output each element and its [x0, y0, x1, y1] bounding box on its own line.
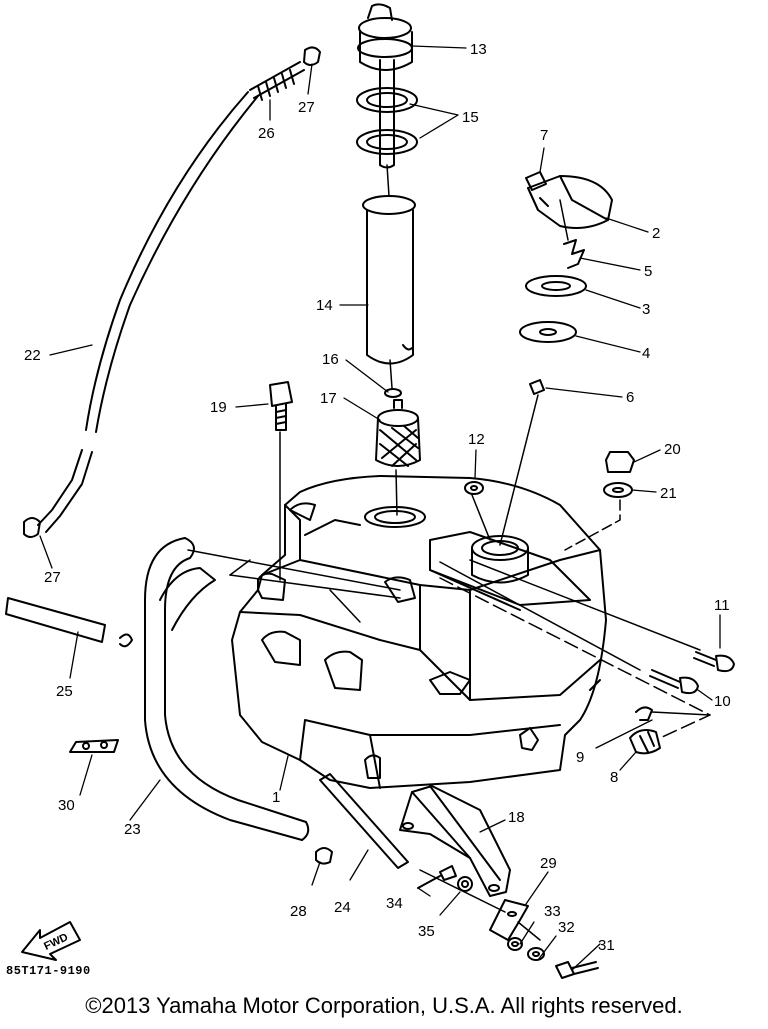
callout-33: 33: [544, 903, 561, 920]
cap-plate: [519, 321, 577, 343]
callout-19: 19: [210, 399, 227, 416]
callout-35: 35: [418, 923, 435, 940]
callout-29: 29: [540, 855, 557, 872]
assembly-lines: [187, 164, 711, 941]
plate-30: [69, 739, 119, 753]
callout-28: 28: [290, 903, 307, 920]
overflow-hose: [144, 537, 310, 841]
callout-14: 14: [316, 297, 333, 314]
cap-nut: [529, 379, 545, 395]
callout-13: 13: [470, 41, 487, 58]
washer-32: [527, 947, 545, 961]
callout-1: 1: [272, 789, 280, 806]
plate-29: [489, 899, 529, 941]
nut-8: [629, 729, 661, 755]
callout-9: 9: [576, 749, 584, 766]
callout-3: 3: [642, 301, 650, 318]
vent-hose: [37, 91, 259, 533]
clip-16: [384, 388, 402, 398]
callout-25: 25: [56, 683, 73, 700]
callout-27-top: 27: [298, 99, 315, 116]
cap-gasket: [525, 275, 587, 297]
fuel-tank: [231, 475, 607, 789]
callout-26: 26: [258, 125, 275, 142]
forward-arrow-icon: [21, 921, 81, 961]
breather-hose: [5, 597, 133, 648]
callout-34: 34: [386, 895, 403, 912]
clip-27-top: [303, 46, 321, 66]
callout-7: 7: [540, 127, 548, 144]
bolt-31: [555, 961, 599, 979]
callout-32: 32: [558, 919, 575, 936]
copyright-notice: ©2013 Yamaha Motor Corporation, U.S.A. A…: [85, 993, 683, 1018]
band-24: [319, 773, 409, 869]
callout-24: 24: [334, 899, 351, 916]
callout-20: 20: [664, 441, 681, 458]
callout-10: 10: [714, 693, 731, 710]
callout-5: 5: [644, 263, 652, 280]
callout-8: 8: [610, 769, 618, 786]
damper-20: [605, 451, 635, 473]
callout-11: 11: [714, 597, 730, 614]
washer-12: [464, 481, 484, 495]
bolt-10: [649, 669, 699, 695]
cap-pin: [525, 171, 547, 191]
fuel-filter: [375, 399, 421, 467]
diagram-code: 85T171-9190: [6, 964, 91, 978]
damper-21: [603, 482, 633, 498]
callout-31: 31: [598, 937, 615, 954]
bracket-18: [399, 785, 511, 897]
callout-17: 17: [320, 390, 337, 407]
clip-9: [635, 706, 653, 721]
callout-22: 22: [24, 347, 41, 364]
fuel-pump-cap: [357, 3, 413, 71]
clip-27-bottom: [23, 517, 41, 538]
callout-21: 21: [660, 485, 677, 502]
callout-27-bottom: 27: [44, 569, 61, 586]
bolt-19: [269, 381, 293, 431]
washer-35: [457, 876, 473, 892]
callout-12: 12: [468, 431, 485, 448]
bolt-11: [693, 651, 735, 673]
callout-4: 4: [642, 345, 650, 362]
cap-spring: [563, 239, 585, 269]
callout-16: 16: [322, 351, 339, 368]
washer-33: [507, 937, 523, 951]
fuel-cap: [527, 175, 613, 229]
hose-spring: [249, 61, 305, 101]
leader-lines: [39, 45, 721, 971]
callout-6: 6: [626, 389, 634, 406]
callout-23: 23: [124, 821, 141, 838]
callout-18: 18: [508, 809, 525, 826]
callout-15: 15: [462, 109, 479, 126]
callout-2: 2: [652, 225, 660, 242]
clip-28: [315, 847, 333, 865]
callout-30: 30: [58, 797, 75, 814]
gasket-rings: [356, 59, 418, 169]
strainer-tube: [362, 195, 416, 365]
